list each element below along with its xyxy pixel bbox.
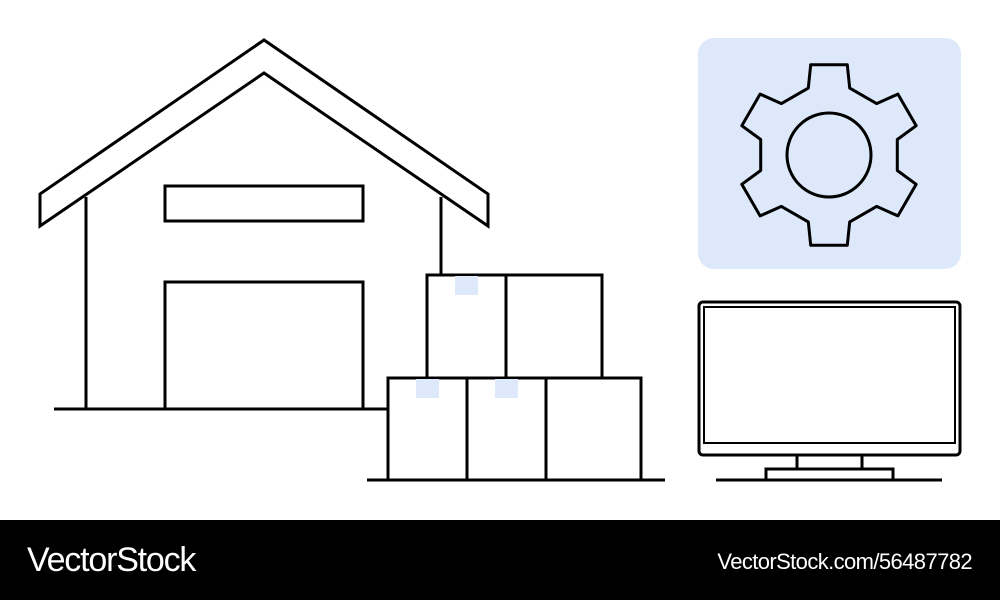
box-bottom-3 [544, 376, 643, 482]
image-credit: VectorStock.com/56487782 [717, 549, 972, 574]
brand-logo-text: VectorStock [27, 541, 196, 579]
warehouse-walls [84, 197, 443, 409]
warehouse-sign [163, 184, 365, 223]
cardboard-boxes-icon [367, 273, 665, 482]
monitor-screen [703, 306, 956, 444]
warehouse-door [163, 280, 365, 409]
box-tape-1 [455, 276, 478, 295]
monitor-icon [697, 300, 962, 482]
illustration [38, 38, 962, 482]
monitor-frame [697, 300, 962, 457]
monitor-neck [795, 455, 864, 469]
footer-bar: VectorStock VectorStock.com/56487782 [0, 520, 1000, 600]
monitor-base [764, 467, 895, 479]
box-top-right [504, 273, 604, 380]
settings-panel [698, 38, 961, 269]
warehouse-icon [38, 38, 490, 411]
box-tape-3 [495, 379, 518, 398]
warehouse-roof [38, 38, 490, 229]
box-tape-2 [416, 379, 439, 398]
gear-icon [740, 63, 918, 247]
